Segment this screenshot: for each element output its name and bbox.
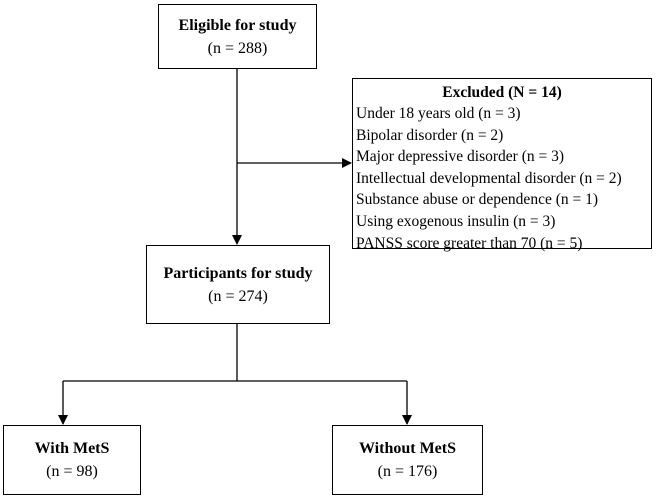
excluded-item: Major depressive disorder (n = 3) — [356, 148, 565, 166]
eligible-title: Eligible for study — [178, 16, 297, 34]
with-mets-box: With MetS (n = 98) — [3, 425, 141, 495]
excluded-item: Substance abuse or dependence (n = 1) — [356, 191, 599, 209]
excluded-item: PANSS score greater than 70 (n = 5) — [356, 234, 583, 252]
excluded-item: Under 18 years old (n = 3) — [356, 105, 521, 122]
excluded-list: Under 18 years old (n = 3) Bipolar disor… — [356, 103, 651, 254]
without-mets-box: Without MetS (n = 176) — [332, 425, 483, 495]
excluded-item: Intellectual developmental disorder (n =… — [356, 169, 622, 187]
participants-count: (n = 274) — [208, 287, 268, 305]
with-mets-count: (n = 98) — [46, 463, 98, 480]
without-mets-count: (n = 176) — [377, 463, 438, 480]
with-mets-title: With MetS — [34, 440, 110, 457]
excluded-box: Excluded (N = 14) Under 18 years old (n … — [352, 78, 652, 252]
participants-box: Participants for study (n = 274) — [146, 245, 330, 324]
excluded-item: Bipolar disorder (n = 2) — [356, 126, 504, 144]
participants-title: Participants for study — [163, 264, 313, 282]
excluded-title: Excluded (N = 14) — [442, 84, 562, 101]
without-mets-title: Without MetS — [358, 440, 457, 457]
excluded-item: Using exogenous insulin (n = 3) — [356, 212, 556, 230]
eligible-count: (n = 288) — [207, 39, 268, 57]
eligible-box: Eligible for study (n = 288) — [158, 4, 317, 69]
